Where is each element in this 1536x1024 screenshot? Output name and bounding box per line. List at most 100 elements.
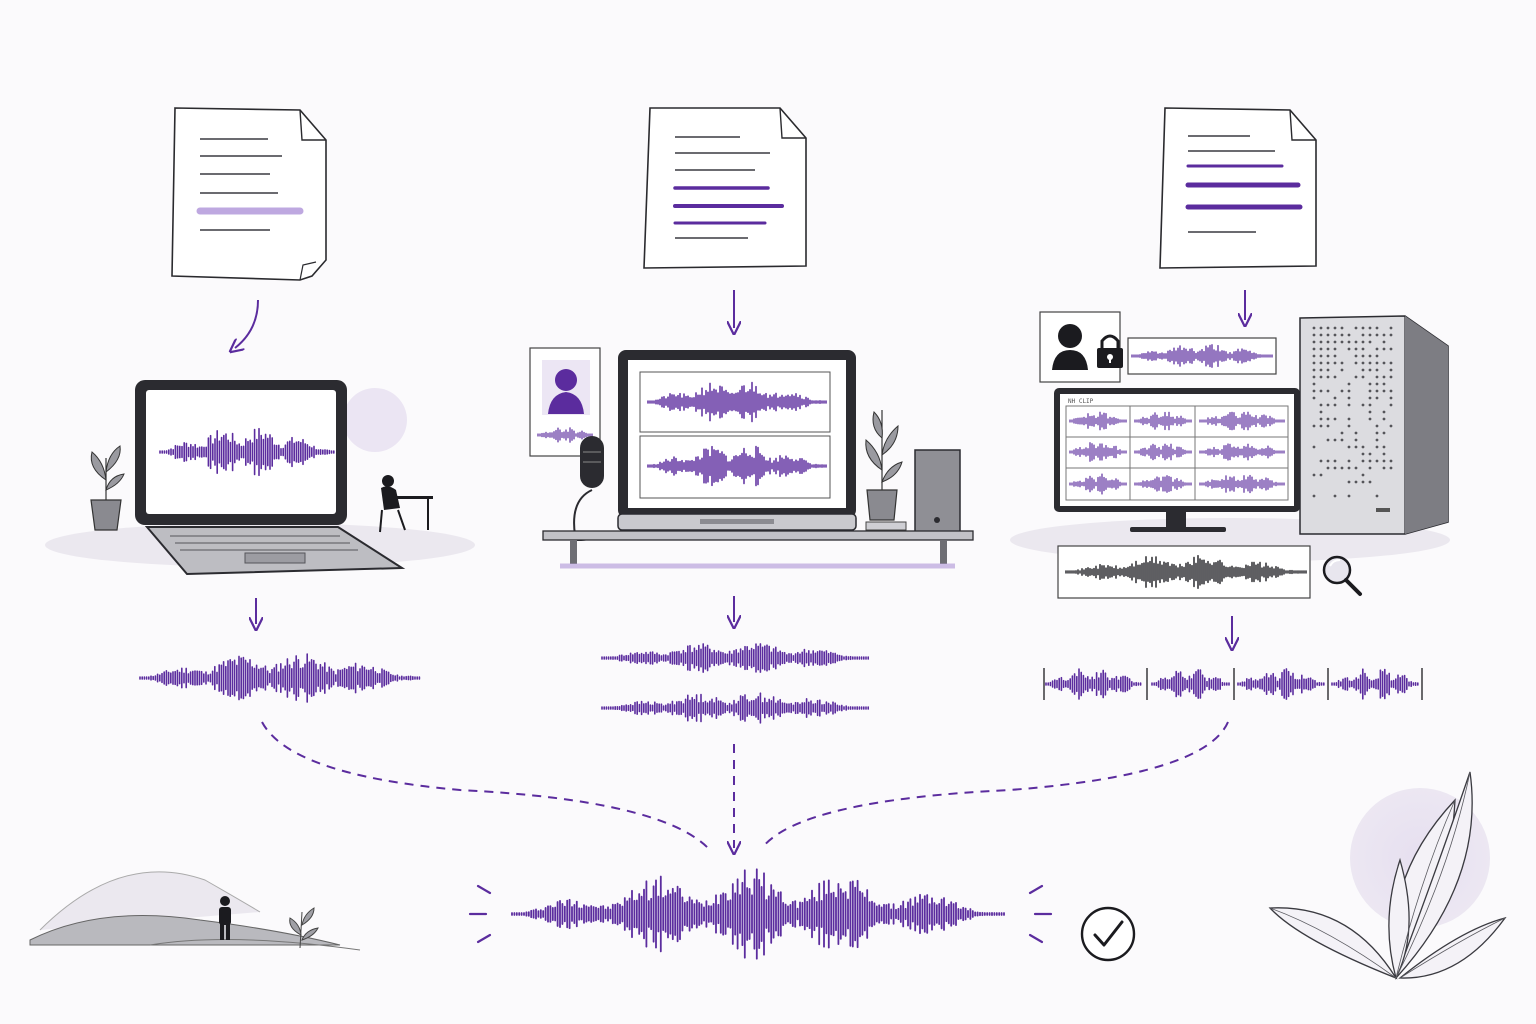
vent-hole (1355, 362, 1358, 365)
vent-hole (1313, 348, 1316, 351)
vent-hole (1313, 425, 1316, 428)
vent-hole (1390, 327, 1393, 330)
vent-hole (1369, 327, 1372, 330)
vent-hole (1313, 327, 1316, 330)
vent-hole (1355, 327, 1358, 330)
vent-hole (1362, 446, 1365, 449)
stage-studio (530, 108, 973, 723)
vent-hole (1327, 369, 1330, 372)
vent-hole (1348, 341, 1351, 344)
vent-hole (1348, 404, 1351, 407)
vent-hole (1362, 369, 1365, 372)
vent-hole (1334, 418, 1337, 421)
vent-hole (1327, 348, 1330, 351)
vent-hole (1313, 376, 1316, 379)
final-output (470, 869, 1134, 960)
vent-hole (1376, 432, 1379, 435)
desk (543, 531, 973, 566)
vent-hole (1355, 467, 1358, 470)
vent-hole (1355, 432, 1358, 435)
vent-hole (1355, 446, 1358, 449)
final-waveform (512, 869, 1004, 958)
vent-hole (1327, 334, 1330, 337)
vent-hole (1376, 460, 1379, 463)
vent-hole (1341, 327, 1344, 330)
vent-hole (1383, 383, 1386, 386)
vent-hole (1320, 390, 1323, 393)
vent-hole (1327, 418, 1330, 421)
vent-hole (1327, 327, 1330, 330)
vent-hole (1362, 327, 1365, 330)
speaker-verification-strip (1040, 312, 1276, 382)
vent-hole (1376, 383, 1379, 386)
vent-hole (1376, 369, 1379, 372)
document-icon (644, 108, 806, 268)
vent-hole (1390, 369, 1393, 372)
vent-hole (1362, 481, 1365, 484)
vent-hole (1369, 369, 1372, 372)
vent-hole (1348, 397, 1351, 400)
vent-hole (1341, 467, 1344, 470)
vent-hole (1362, 460, 1365, 463)
vent-hole (1369, 411, 1372, 414)
vent-hole (1390, 334, 1393, 337)
vent-hole (1362, 404, 1365, 407)
vent-hole (1320, 411, 1323, 414)
emphasis-ticks-left (470, 886, 490, 942)
vent-hole (1369, 355, 1372, 358)
vent-hole (1376, 348, 1379, 351)
vent-hole (1376, 495, 1379, 498)
vent-hole (1334, 348, 1337, 351)
vent-hole (1327, 460, 1330, 463)
person-at-desk (380, 475, 433, 532)
checkmark-icon (1082, 908, 1134, 960)
vent-hole (1313, 446, 1316, 449)
vent-hole (1383, 460, 1386, 463)
vent-hole (1341, 362, 1344, 365)
vent-hole (1348, 467, 1351, 470)
vent-hole (1383, 418, 1386, 421)
vent-hole (1362, 362, 1365, 365)
vent-hole (1313, 397, 1316, 400)
waveform-output-segmented (1044, 668, 1422, 700)
vent-hole (1383, 390, 1386, 393)
vent-hole (1341, 439, 1344, 442)
flow-arrow (235, 300, 258, 348)
vent-hole (1369, 390, 1372, 393)
vent-hole (1369, 467, 1372, 470)
vent-hole (1334, 376, 1337, 379)
vent-hole (1362, 348, 1365, 351)
vent-hole (1369, 362, 1372, 365)
vent-hole (1390, 348, 1393, 351)
vent-hole (1313, 369, 1316, 372)
studio-monitor (618, 350, 856, 530)
vent-hole (1362, 334, 1365, 337)
vent-hole (1313, 495, 1316, 498)
vent-hole (1348, 390, 1351, 393)
vent-hole (1341, 341, 1344, 344)
vent-hole (1327, 404, 1330, 407)
vent-hole (1369, 404, 1372, 407)
stage-laptop (45, 108, 475, 702)
vent-hole (1327, 390, 1330, 393)
vent-hole (1313, 362, 1316, 365)
vent-hole (1334, 439, 1337, 442)
vent-hole (1313, 341, 1316, 344)
vent-hole (1383, 376, 1386, 379)
vent-hole (1383, 362, 1386, 365)
vent-hole (1327, 425, 1330, 428)
vent-hole (1383, 453, 1386, 456)
vent-hole (1334, 327, 1337, 330)
vent-hole (1355, 376, 1358, 379)
vent-hole (1334, 355, 1337, 358)
landscape-decoration (30, 872, 360, 950)
vent-hole (1390, 376, 1393, 379)
vent-hole (1376, 439, 1379, 442)
vent-hole (1320, 474, 1323, 477)
vent-hole (1376, 425, 1379, 428)
vent-hole (1320, 418, 1323, 421)
magnifier-icon (1324, 557, 1360, 594)
vent-hole (1341, 369, 1344, 372)
vent-hole (1320, 376, 1323, 379)
stage-workstation: NH CLIP (1010, 108, 1450, 700)
